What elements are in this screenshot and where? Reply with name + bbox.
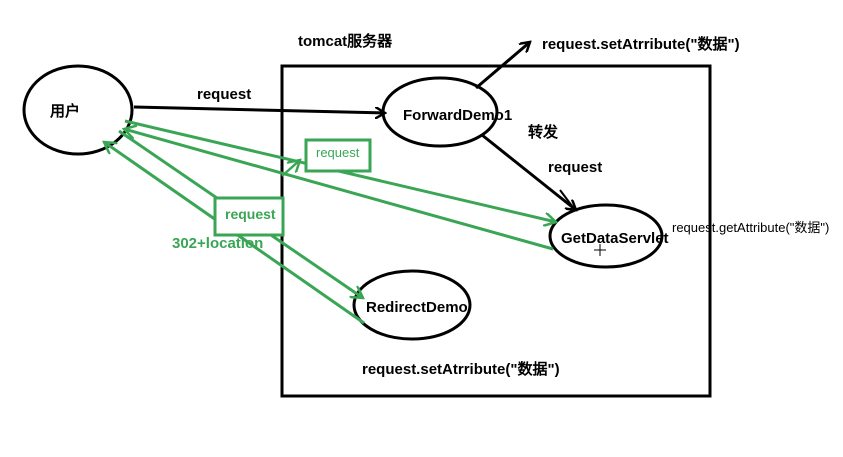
server-title: tomcat服务器 bbox=[298, 32, 393, 50]
label-request-top: request bbox=[197, 86, 251, 103]
arrow-user-to-forward bbox=[133, 105, 385, 113]
redirect-demo-label: RedirectDemo bbox=[366, 299, 468, 316]
user-node bbox=[22, 64, 134, 156]
label-forward: 转发 bbox=[528, 123, 559, 141]
green-request-label-2: request bbox=[225, 206, 276, 222]
green-arrow-getdata-to-user bbox=[124, 129, 554, 251]
cursor-crosshair-icon bbox=[594, 244, 606, 256]
forward-demo-label: ForwardDemo1 bbox=[403, 107, 512, 124]
green-request-box-2 bbox=[213, 196, 285, 237]
arrow-forward-to-getdata bbox=[481, 133, 576, 210]
label-setattr-top: request.setAtrribute("数据") bbox=[542, 35, 740, 53]
green-request-label-1: request bbox=[316, 145, 360, 160]
tick-mark bbox=[559, 189, 573, 207]
label-request-forward: request bbox=[548, 159, 602, 176]
arrow-forward-to-setattr bbox=[475, 42, 530, 90]
green-short-arrow bbox=[281, 160, 300, 177]
user-node-label: 用户 bbox=[50, 102, 80, 120]
green-request-box-1 bbox=[304, 138, 372, 173]
label-getattr: request.getAttribute("数据") bbox=[672, 220, 829, 235]
label-setattr-bottom: request.setAtrribute("数据") bbox=[362, 360, 560, 378]
label-302-location: 302+location bbox=[172, 235, 263, 252]
getdata-servlet-label: GetDataServlet bbox=[561, 230, 669, 247]
getdata-servlet-node bbox=[548, 203, 664, 269]
redirect-demo-node bbox=[352, 269, 472, 341]
